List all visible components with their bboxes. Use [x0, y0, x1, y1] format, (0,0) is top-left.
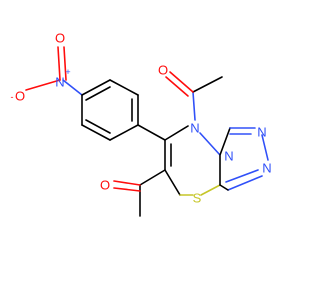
bond-n-acetyl: [192, 91, 196, 121]
bond-benz-1b: [85, 86, 111, 101]
bond-nitro-o2-b: [63, 46, 67, 81]
bond-nitro-ring: [62, 79, 83, 96]
atom-labels: O - N + O O O N N N N S: [11, 31, 272, 206]
charge-minus: -: [11, 92, 14, 102]
bond-c-acetyl-o-a: [113, 180, 141, 186]
bond-benz-5b: [85, 119, 111, 134]
bond-tri-5b: [225, 169, 259, 183]
bond-benz-2: [109, 79, 139, 96]
bond-benz-4: [109, 124, 139, 141]
bond-nitro-o2-a: [57, 46, 61, 81]
atom-n-ring: N: [190, 121, 199, 136]
atom-o-acetyl-c: O: [100, 178, 110, 193]
bond-nitro-o1: [25, 79, 61, 91]
charge-plus: +: [65, 67, 70, 77]
bonds: [25, 46, 269, 217]
bond-acetyl-o-a: [169, 71, 194, 93]
bond-thz-5: [199, 132, 221, 156]
atom-s-ring: S: [193, 191, 202, 206]
bond-tri-4: [227, 175, 263, 191]
atom-n-bridge: N: [224, 149, 233, 164]
bond-benz-5: [81, 124, 111, 141]
bond-benz-thiadiazine: [137, 124, 166, 141]
bond-thz-s2: [200, 184, 221, 196]
bond-c-acetyl: [139, 169, 166, 186]
atom-o-acetyl-n: O: [158, 63, 168, 78]
bond-benz-1: [81, 79, 111, 96]
bond-tri-5: [219, 184, 229, 191]
bond-tri-1: [219, 127, 231, 156]
bond-thz-3: [164, 169, 181, 196]
atom-n-triazole-b: N: [262, 161, 271, 176]
bond-acetyl-o-b: [165, 76, 189, 97]
bond-thz-2: [164, 125, 189, 141]
atom-o-nitro-1: O: [15, 89, 25, 104]
bond-tri-3: [261, 134, 269, 161]
molecule-structure: O - N + O O O N N N N S: [11, 31, 272, 217]
bond-acetyl-me: [192, 76, 223, 93]
atom-n-nitro: N: [55, 75, 64, 90]
bond-c-acetyl-o-b: [113, 187, 141, 192]
atom-o-nitro-2: O: [55, 31, 65, 46]
atom-n-triazole-a: N: [257, 125, 266, 140]
